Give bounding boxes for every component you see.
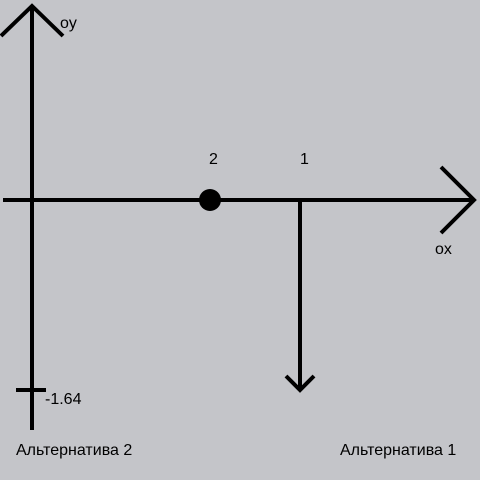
y-axis-arrowhead xyxy=(0,3,65,38)
y-tick-label: -1.64 xyxy=(45,391,82,408)
point-2-label: 2 xyxy=(209,151,218,168)
vector-1: 1 xyxy=(284,151,316,393)
alternative-2-label: Альтернатива 2 xyxy=(16,442,132,459)
y-axis-label: oy xyxy=(60,15,77,32)
point-2: 2 xyxy=(199,151,221,211)
x-axis-arrowhead xyxy=(439,165,477,235)
vector-1-label: 1 xyxy=(300,151,309,168)
vector-1-arrowhead xyxy=(284,374,316,393)
y-axis: oy xyxy=(0,3,77,430)
x-axis-label: ox xyxy=(435,241,452,258)
point-2-marker xyxy=(199,189,221,211)
alternative-1-label: Альтернатива 1 xyxy=(340,442,456,459)
y-tick: -1.64 xyxy=(16,388,82,408)
x-axis: ox xyxy=(3,165,477,258)
